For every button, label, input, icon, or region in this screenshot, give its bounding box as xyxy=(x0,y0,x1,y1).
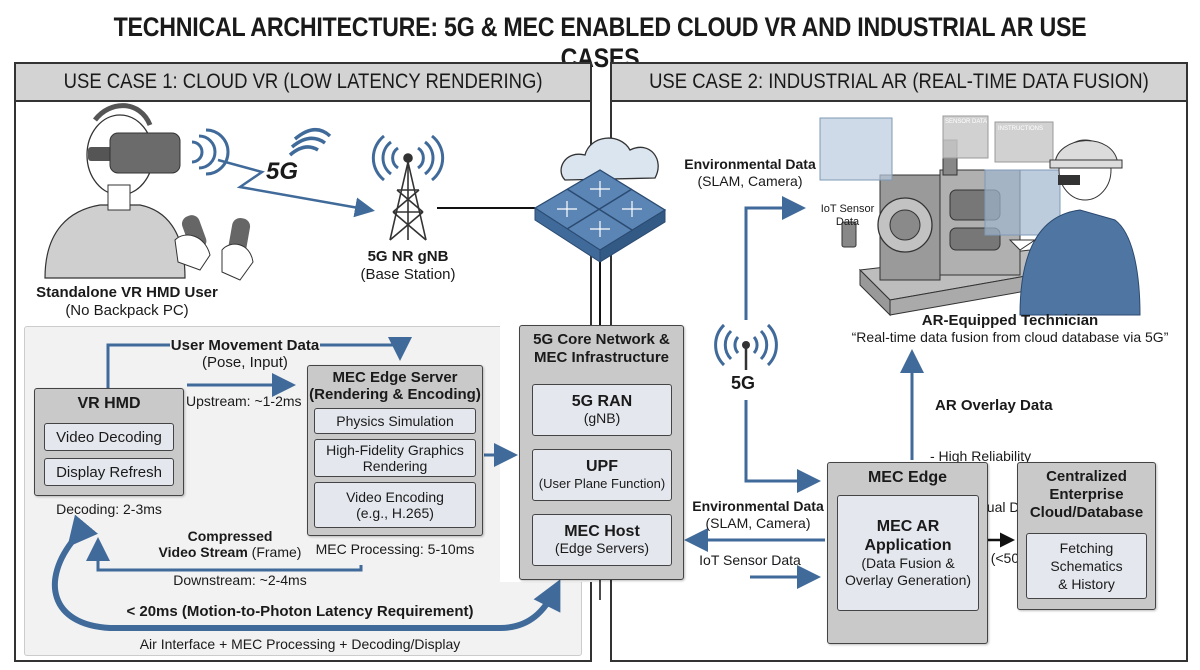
compressed-video-label: Compressed Video Stream (Frame) xyxy=(158,528,302,560)
downstream-latency: Downstream: ~2-4ms xyxy=(173,572,307,588)
video-decoding-item[interactable]: Video Decoding xyxy=(44,423,174,451)
use-case-2-header: USE CASE 2: INDUSTRIAL AR (REAL-TIME DAT… xyxy=(612,64,1186,102)
mec-edge-box[interactable]: MEC Edge MEC AR Application (Data Fusion… xyxy=(827,462,988,644)
mec-ar-application[interactable]: MEC AR Application (Data Fusion & Overla… xyxy=(837,495,979,611)
cloud-database-title: Centralized Enterprise Cloud/Database xyxy=(1029,468,1144,521)
decoding-latency: Decoding: 2-3ms xyxy=(56,501,162,517)
gnb-label: 5G NR gNB (Base Station) xyxy=(360,248,456,283)
vr-user-label: Standalone VR HMD User (No Backpack PC) xyxy=(36,284,218,319)
5g-core-box[interactable]: 5G Core Network & MEC Infrastructure 5G … xyxy=(519,325,684,580)
upstream-latency: Upstream: ~1-2ms xyxy=(186,393,302,409)
iot-sensor-data-label: IoT Sensor Data xyxy=(699,552,801,568)
motion-to-photon-subtitle: Air Interface + MEC Processing + Decodin… xyxy=(139,636,461,652)
vr-hmd-title: VR HMD xyxy=(77,395,141,412)
graphics-rendering-item[interactable]: High-Fidelity Graphics Rendering xyxy=(314,439,476,477)
upf-item[interactable]: UPF (User Plane Function) xyxy=(532,449,672,501)
motion-to-photon-title: < 20ms (Motion-to-Photon Latency Require… xyxy=(126,603,474,620)
mec-edge-title: MEC Edge xyxy=(867,469,948,486)
video-encoding-item[interactable]: Video Encoding (e.g., H.265) xyxy=(314,482,476,528)
sensor-data-panel: SENSOR DATA xyxy=(945,119,988,125)
instructions-panel: INSTRUCTIONS xyxy=(998,126,1043,132)
5g-core-title: 5G Core Network & MEC Infrastructure xyxy=(533,331,670,366)
iot-sensor-overlay-label: IoT Sensor Data xyxy=(820,203,875,228)
use-case-1-header: USE CASE 1: CLOUD VR (LOW LATENCY RENDER… xyxy=(16,64,590,102)
mec-host-item[interactable]: MEC Host (Edge Servers) xyxy=(532,514,672,566)
user-movement-label: User Movement Data (Pose, Input) xyxy=(170,337,320,371)
5g-ran-item[interactable]: 5G RAN (gNB) xyxy=(532,384,672,436)
mec-edge-server-box[interactable]: MEC Edge Server (Rendering & Encoding) P… xyxy=(307,365,483,536)
mec-processing-latency: MEC Processing: 5-10ms xyxy=(315,541,475,557)
5g-signal-label: 5G xyxy=(731,373,756,393)
cloud-database-box[interactable]: Centralized Enterprise Cloud/Database Fe… xyxy=(1017,462,1156,610)
diagram-title: TECHNICAL ARCHITECTURE: 5G & MEC ENABLED… xyxy=(113,12,1087,73)
5g-link-label: 5G xyxy=(266,158,299,185)
mec-edge-server-title: MEC Edge Server (Rendering & Encoding) xyxy=(309,369,481,403)
environmental-data-bottom: Environmental Data (SLAM, Camera) xyxy=(692,498,824,531)
environmental-data-top: Environmental Data (SLAM, Camera) xyxy=(684,156,816,189)
physics-simulation-item[interactable]: Physics Simulation xyxy=(314,408,476,434)
fetching-schematics-item[interactable]: Fetching Schematics & History xyxy=(1026,533,1147,599)
display-refresh-item[interactable]: Display Refresh xyxy=(44,458,174,486)
vr-hmd-box[interactable]: VR HMD Video Decoding Display Refresh xyxy=(34,388,184,496)
technician-label: AR-Equipped Technician “Real-time data f… xyxy=(851,312,1169,345)
